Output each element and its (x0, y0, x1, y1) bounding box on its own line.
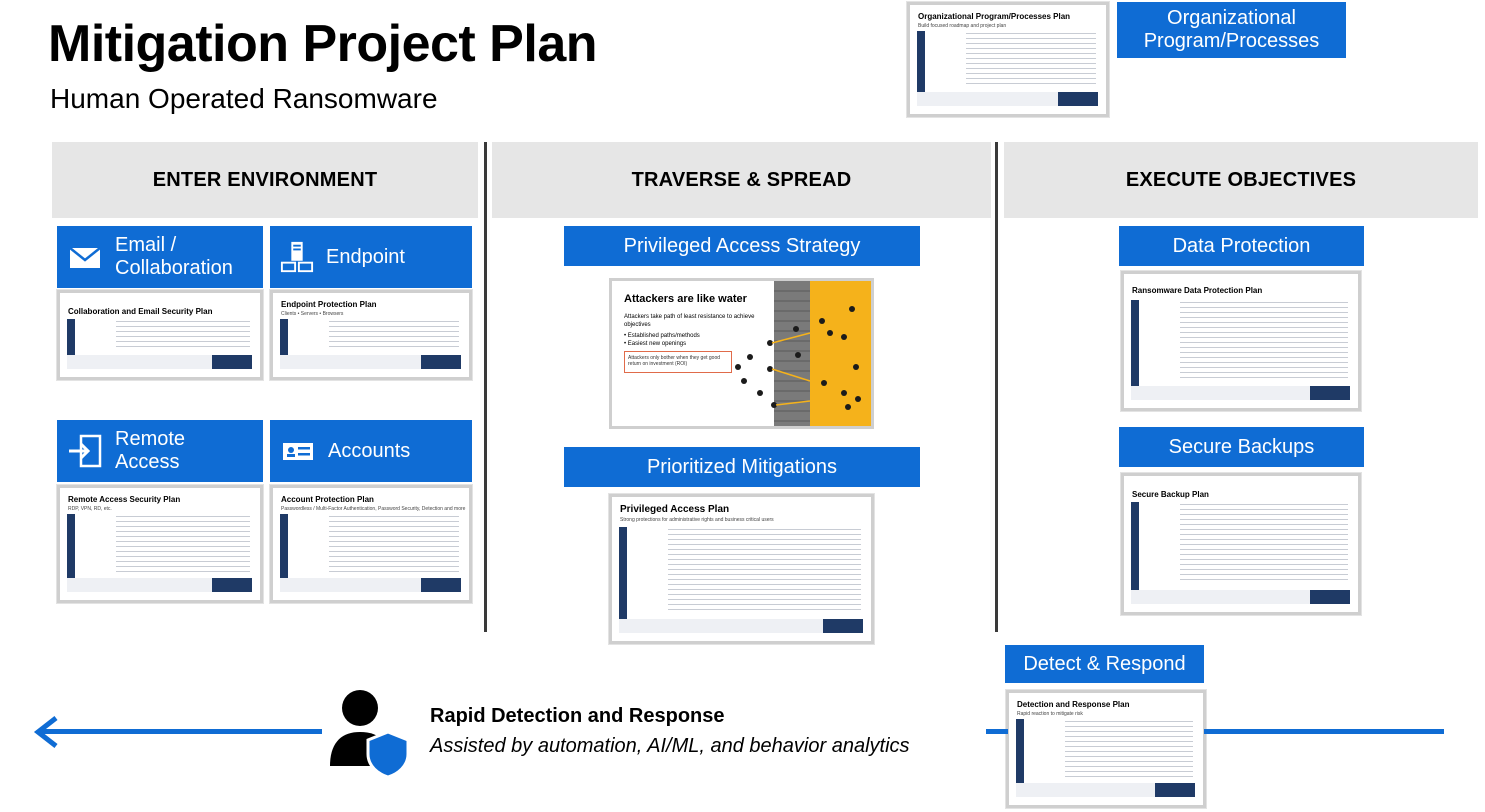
id-card-icon (283, 443, 313, 460)
rapid-detection-subtitle: Assisted by automation, AI/ML, and behav… (430, 735, 910, 757)
email-collaboration-label: Email / Collaboration (115, 234, 233, 279)
page-title: Mitigation Project Plan (48, 15, 598, 73)
timeline-arrow-line (42, 729, 322, 734)
privileged-plan-title: Privileged Access Plan (620, 504, 730, 515)
column-header-enter-environment: ENTER ENVIRONMENT (52, 142, 478, 218)
organizational-plan-thumbnail: Organizational Program/Processes Plan Bu… (907, 2, 1109, 117)
attackers-heading: Attackers are like water (624, 293, 747, 305)
email-plan-title: Collaboration and Email Security Plan (68, 307, 213, 316)
organizational-plan-title: Organizational Program/Processes Plan (918, 12, 1071, 21)
accounts-label: Accounts (328, 439, 411, 462)
organizational-program-tile: Organizational Program/Processes (1117, 2, 1346, 58)
timeline-line-segment-left (986, 729, 1008, 734)
remote-access-label: Remote Access (115, 428, 186, 473)
secure-backups-tile: Secure Backups (1119, 427, 1364, 467)
arrow-left-icon (33, 716, 58, 748)
email-collaboration-tile: Email / Collaboration (57, 226, 263, 288)
account-plan-title: Account Protection Plan (281, 495, 374, 504)
account-plan-subtitle: Passwordless / Multi-Factor Authenticati… (281, 506, 466, 512)
attackers-like-water-illustration: Attackers are like water Attackers take … (609, 278, 874, 429)
account-protection-plan-thumbnail: Account Protection Plan Passwordless / M… (270, 485, 472, 603)
email-security-plan-thumbnail: Collaboration and Email Security Plan (57, 290, 263, 380)
data-protection-plan-thumbnail: Ransomware Data Protection Plan (1121, 271, 1361, 411)
endpoint-label: Endpoint (326, 245, 405, 268)
endpoint-protection-plan-thumbnail: Endpoint Protection Plan Clients • Serve… (270, 290, 472, 380)
sign-in-door-icon (69, 434, 102, 468)
organizational-plan-subtitle: Build focused roadmap and project plan (918, 23, 1007, 29)
accounts-tile: Accounts (270, 420, 472, 482)
detection-plan-title: Detection and Response Plan (1017, 700, 1130, 709)
attackers-text: Attackers take path of least resistance … (624, 314, 755, 347)
column-divider-right (995, 142, 998, 632)
envelope-icon (69, 247, 101, 268)
remote-plan-title: Remote Access Security Plan (68, 495, 181, 504)
secure-backup-plan-thumbnail: Secure Backup Plan (1121, 473, 1361, 615)
privileged-access-plan-thumbnail: Privileged Access Plan Strong protection… (609, 494, 874, 644)
timeline-line-segment-right (1204, 729, 1444, 734)
endpoint-tile: Endpoint (270, 226, 472, 288)
column-divider-left (484, 142, 487, 632)
endpoint-plan-title: Endpoint Protection Plan (281, 300, 377, 309)
privileged-access-strategy-tile: Privileged Access Strategy (564, 226, 920, 266)
privileged-plan-subtitle: Strong protections for administrative ri… (620, 517, 774, 523)
remote-plan-subtitle: RDP, VPN, RD, etc. (68, 506, 112, 512)
prioritized-mitigations-tile: Prioritized Mitigations (564, 447, 920, 487)
detection-response-plan-thumbnail: Detection and Response Plan Rapid reacti… (1006, 690, 1206, 808)
page-subtitle: Human Operated Ransomware (50, 83, 438, 114)
user-shield-icon (330, 690, 410, 778)
remote-access-plan-thumbnail: Remote Access Security Plan RDP, VPN, RD… (57, 485, 263, 603)
remote-access-tile: Remote Access (57, 420, 263, 482)
endpoint-plan-subtitle: Clients • Servers • Browsers (281, 311, 344, 317)
column-header-traverse-spread: TRAVERSE & SPREAD (492, 142, 991, 218)
brick-wall-graphic (735, 281, 871, 426)
data-protection-tile: Data Protection (1119, 226, 1364, 266)
attackers-roi-note: Attackers only bother when they get good… (624, 351, 732, 373)
backup-plan-title: Secure Backup Plan (1132, 490, 1209, 499)
detection-plan-subtitle: Rapid reaction to mitigate risk (1017, 711, 1083, 717)
rapid-detection-title: Rapid Detection and Response (430, 705, 725, 727)
detect-respond-tile: Detect & Respond (1005, 645, 1204, 683)
devices-icon (280, 241, 314, 273)
data-plan-title: Ransomware Data Protection Plan (1132, 286, 1263, 295)
column-header-execute-objectives: EXECUTE OBJECTIVES (1004, 142, 1478, 218)
